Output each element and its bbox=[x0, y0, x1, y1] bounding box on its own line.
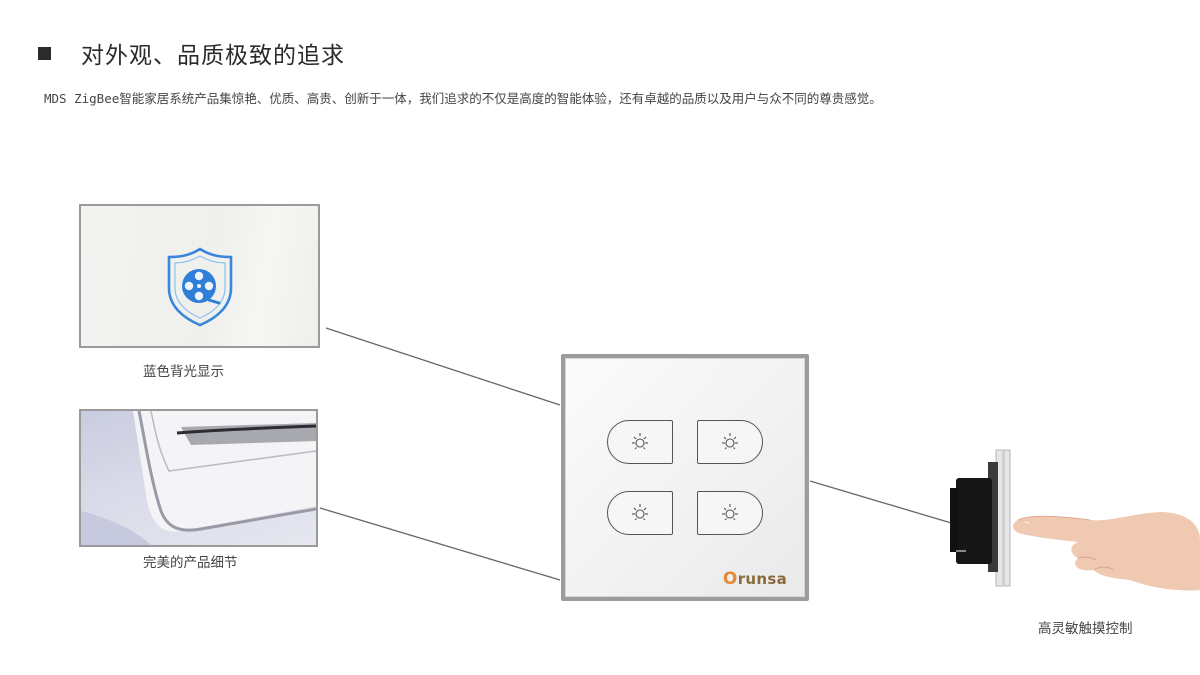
backlight-caption: 蓝色背光显示 bbox=[143, 364, 224, 380]
touch-caption: 高灵敏触摸控制 bbox=[1038, 621, 1133, 637]
touch-key-top-right[interactable] bbox=[697, 420, 763, 464]
page-subtitle: MDS ZigBee智能家居系统产品集惊艳、优质、高贵、创新于一体，我们追求的不… bbox=[44, 88, 882, 107]
square-bullet-icon bbox=[38, 46, 51, 60]
bulb-icon bbox=[722, 504, 738, 521]
brand-logo-initial: O bbox=[722, 569, 738, 589]
detail-photo bbox=[79, 409, 318, 547]
bulb-icon bbox=[722, 433, 738, 450]
panel-corner-closeup bbox=[81, 411, 316, 545]
bulb-icon bbox=[632, 433, 648, 450]
connector-line-touch bbox=[809, 480, 959, 526]
touch-key-top-left[interactable] bbox=[607, 420, 673, 464]
bulb-icon bbox=[632, 504, 648, 521]
brand-logo: Orunsa bbox=[723, 569, 787, 589]
detail-caption: 完美的产品细节 bbox=[143, 555, 238, 571]
shield-film-reel-icon bbox=[167, 247, 233, 327]
connector-line-backlight bbox=[325, 327, 561, 406]
switch-side-view bbox=[950, 449, 1011, 587]
touch-key-bottom-right[interactable] bbox=[697, 491, 763, 535]
touch-switch-panel: Orunsa bbox=[561, 354, 809, 601]
backlight-photo bbox=[79, 204, 320, 348]
finger-touch-icon bbox=[1013, 512, 1200, 591]
subtitle-text: 智能家居系统产品集惊艳、优质、高贵、创新于一体，我们追求的不仅是高度的智能体验，… bbox=[119, 91, 882, 106]
subtitle-prefix: MDS ZigBee bbox=[44, 91, 120, 106]
connector-line-detail bbox=[319, 507, 561, 581]
touch-key-bottom-left[interactable] bbox=[607, 491, 673, 535]
page-title: 对外观、品质极致的追求 bbox=[81, 43, 345, 69]
header: 对外观、品质极致的追求 bbox=[38, 36, 345, 70]
brand-logo-text: runsa bbox=[737, 570, 787, 588]
